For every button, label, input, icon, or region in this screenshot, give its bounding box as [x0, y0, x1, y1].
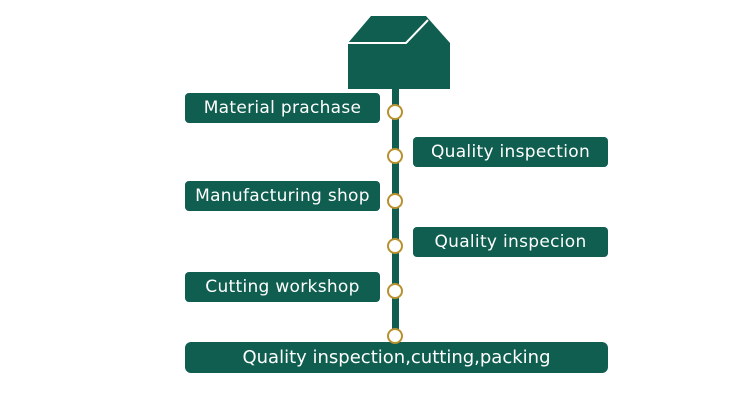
- timeline-node-6: [387, 328, 403, 344]
- step-cutting-workshop: Cutting workshop: [185, 272, 380, 302]
- timeline-node-4: [387, 238, 403, 254]
- house-icon: [348, 16, 450, 89]
- step-manufacturing-shop: Manufacturing shop: [185, 181, 380, 211]
- timeline-spine: [392, 86, 399, 346]
- timeline-node-2: [387, 148, 403, 164]
- step-quality-inspection-2: Quality inspecion: [413, 227, 608, 257]
- step-quality-inspection-1: Quality inspection: [413, 137, 608, 167]
- timeline-node-3: [387, 193, 403, 209]
- step-material-purchase: Material prachase: [185, 93, 380, 123]
- timeline-node-1: [387, 104, 403, 120]
- step-final-inspection-cutting-packing: Quality inspection,cutting,packing: [185, 342, 608, 373]
- timeline-node-5: [387, 283, 403, 299]
